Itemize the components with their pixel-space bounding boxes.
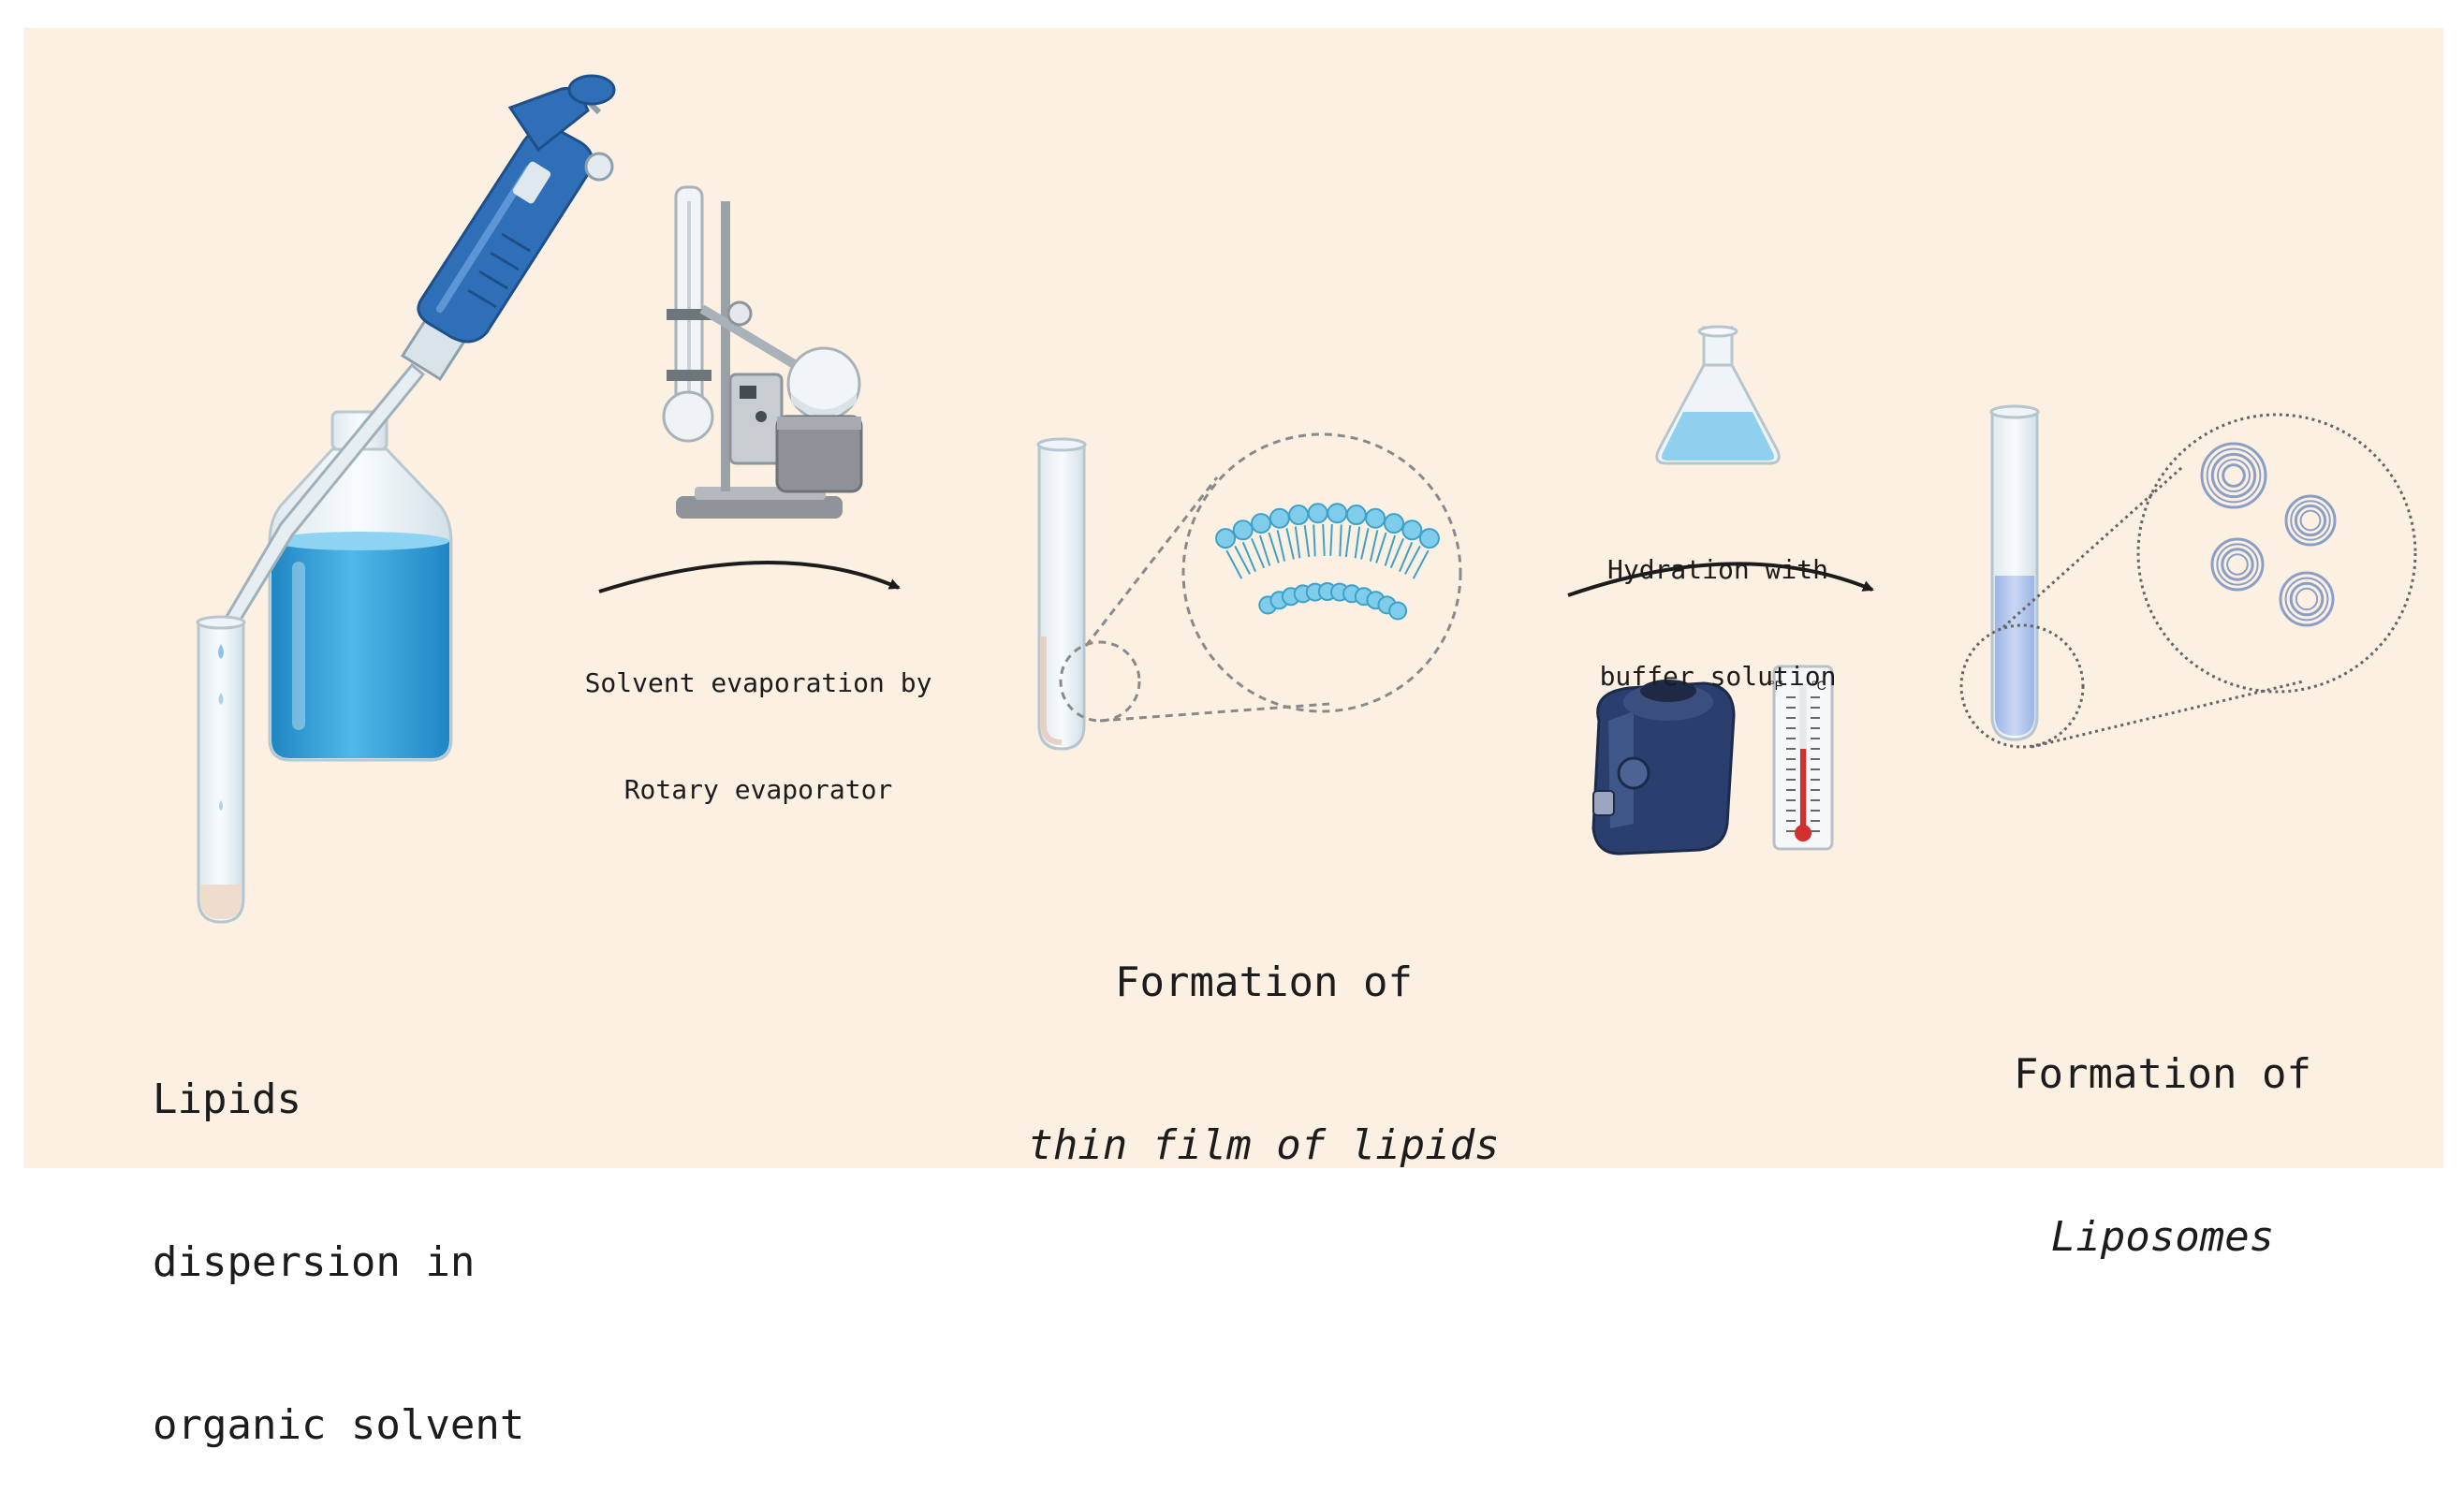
arrow1-caption: Solvent evaporation by Rotary evaporator	[552, 594, 964, 843]
test-tube-lipid-dispersion	[196, 615, 246, 924]
zoom-marker-thin-film	[1059, 640, 1141, 723]
thermo-unit-c: °C	[1811, 678, 1826, 693]
test-tube-thin-film	[1036, 437, 1087, 751]
thermometer	[1772, 665, 1834, 851]
arrow2-line2: buffer solution	[1599, 661, 1837, 692]
zoom-marker-liposomes	[1959, 623, 2085, 749]
step2-line2: thin film of lipids	[1028, 1121, 1500, 1169]
step2-line1: Formation of	[1115, 958, 1413, 1006]
step1-line3: organic solvent	[153, 1401, 525, 1449]
zoom-circle-lipid-layer	[1181, 432, 1462, 713]
thermo-unit-f: °F	[1769, 678, 1783, 693]
pipette	[215, 74, 616, 636]
arrow1-line1: Solvent evaporation by	[584, 667, 932, 698]
erlenmeyer-flask-buffer	[1655, 325, 1781, 465]
step2-label: Formation of thin film of lipids	[992, 847, 1535, 1227]
glass-bottle	[268, 410, 453, 762]
step3-label: Formation of Liposomes	[1975, 939, 2350, 1319]
test-tube-liposomes	[1989, 404, 2040, 741]
step1-line2: dispersion in	[153, 1238, 476, 1286]
liposome-preparation-diagram	[196, 74, 2417, 924]
step1-line1: Lipids	[153, 1075, 301, 1123]
liposome-icons	[2200, 442, 2337, 627]
arrow2-line1: Hydration with	[1606, 554, 1828, 585]
step1-label: Lipids dispersion in organic solvent	[153, 964, 524, 1507]
arrow-solvent-evaporation	[598, 560, 901, 593]
step3-line1: Formation of	[2014, 1050, 2311, 1098]
zoom-circle-liposomes	[2136, 413, 2417, 694]
arrow1-line2: Rotary evaporator	[623, 774, 893, 805]
lipid-bilayer-icon	[1215, 503, 1440, 621]
vortex-mixer	[1591, 680, 1736, 856]
step3-line2: Liposomes	[2050, 1213, 2275, 1261]
arrow-hydration	[1567, 562, 1874, 597]
arrow2-caption: Hydration with buffer solution	[1535, 481, 1900, 730]
rotary-evaporator	[662, 185, 863, 519]
